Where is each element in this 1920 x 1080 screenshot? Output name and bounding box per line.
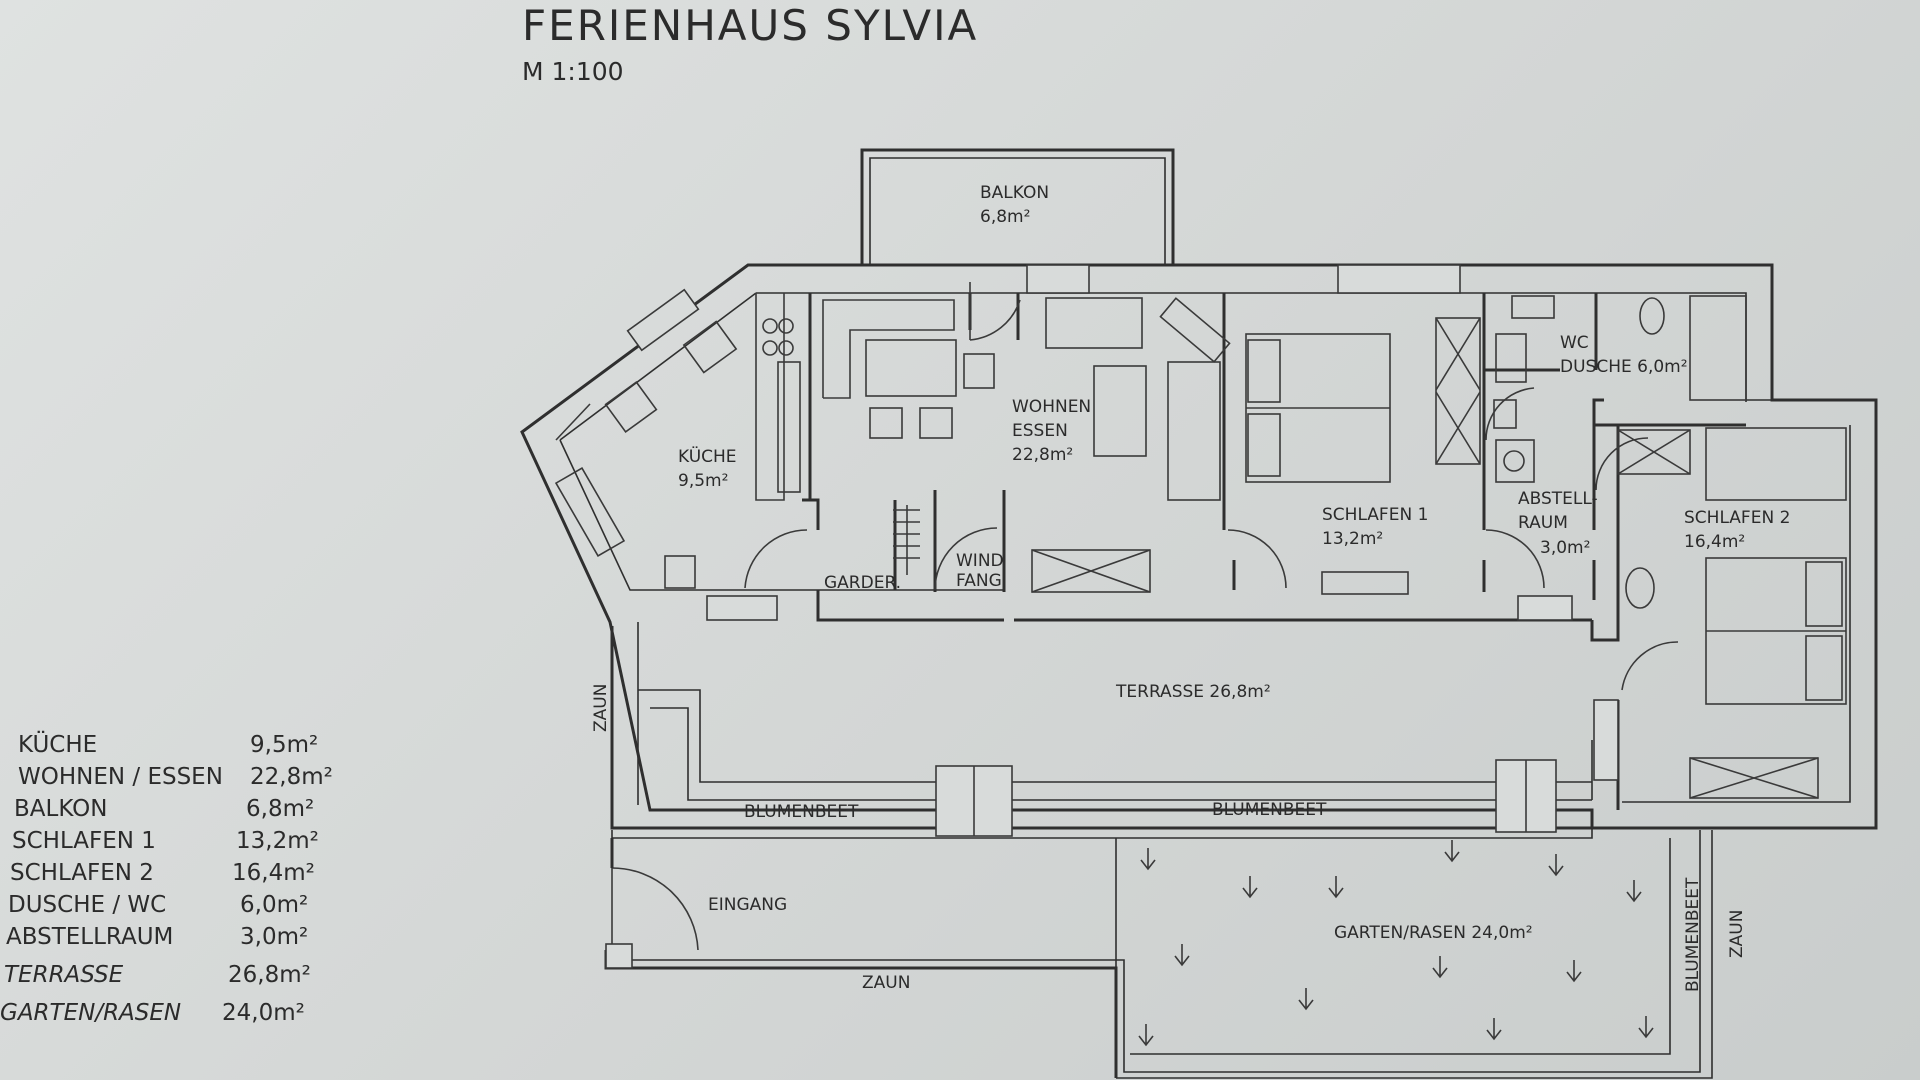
label-wc: WC xyxy=(1560,333,1589,353)
area-balkon: 6,8m² xyxy=(980,207,1030,227)
area-legend: KÜCHE 9,5m² WOHNEN / ESSEN 22,8m² BALKON… xyxy=(0,730,333,1026)
plan-scale: M 1:100 xyxy=(522,57,624,86)
label-wohnen: WOHNEN xyxy=(1012,397,1091,417)
label-wind: WIND xyxy=(956,551,1004,571)
label-kueche: KÜCHE xyxy=(678,445,737,467)
legend-area: 24,0m² xyxy=(222,1000,305,1026)
label-garten: GARTEN/RASEN 24,0m² xyxy=(1334,923,1533,943)
lawn-arrow-symbol xyxy=(1566,960,1582,983)
label-fang: FANG xyxy=(956,571,1002,591)
legend-area: 22,8m² xyxy=(250,764,333,790)
legend-area: 16,4m² xyxy=(232,860,315,886)
label-dusche: DUSCHE 6,0m² xyxy=(1560,357,1688,377)
legend-name: DUSCHE / WC xyxy=(8,892,166,918)
label-terrasse: TERRASSE 26,8m² xyxy=(1115,682,1271,702)
label-essen: ESSEN xyxy=(1012,421,1068,441)
legend-area: 9,5m² xyxy=(250,732,318,758)
legend-name: WOHNEN / ESSEN xyxy=(18,764,223,790)
area-abstell: 3,0m² xyxy=(1540,538,1590,558)
label-garder: GARDER. xyxy=(824,573,901,593)
legend-area: 3,0m² xyxy=(240,924,308,950)
label-zaun-right: ZAUN xyxy=(1727,910,1747,958)
label-blumenbeet-vertical: BLUMENBEET xyxy=(1683,877,1703,992)
label-blumenbeet-right: BLUMENBEET xyxy=(1212,800,1327,820)
doors xyxy=(611,282,1679,951)
label-blumenbeet-left: BLUMENBEET xyxy=(744,802,859,822)
lawn-arrow-symbol xyxy=(1626,880,1642,903)
area-schlafen2: 16,4m² xyxy=(1684,532,1745,552)
label-schlafen2: SCHLAFEN 2 xyxy=(1684,508,1790,528)
label-eingang: EINGANG xyxy=(708,895,787,915)
lawn-arrow-symbol xyxy=(1548,854,1564,877)
building-walls xyxy=(520,148,1878,830)
lawn-arrow-symbol xyxy=(1638,1016,1654,1039)
furniture xyxy=(554,293,1847,799)
legend-name: BALKON xyxy=(14,796,107,822)
lawn-arrow-symbol xyxy=(1432,956,1448,979)
lawn-symbols xyxy=(1138,840,1654,1047)
label-abstell: ABSTELL- xyxy=(1518,489,1598,509)
legend-name: SCHLAFEN 1 xyxy=(12,828,156,854)
area-wohnen: 22,8m² xyxy=(1012,445,1073,465)
plan-title: FERIENHAUS SYLVIA xyxy=(522,1,978,50)
lawn-arrow-symbol xyxy=(1140,848,1156,871)
lawn-arrow-symbol xyxy=(1174,944,1190,967)
lawn-arrow-symbol xyxy=(1444,840,1460,863)
area-schlafen1: 13,2m² xyxy=(1322,529,1383,549)
legend-area: 6,0m² xyxy=(240,892,308,918)
label-schlafen1: SCHLAFEN 1 xyxy=(1322,505,1428,525)
legend-name: ABSTELLRAUM xyxy=(6,924,173,950)
lawn-arrow-symbol xyxy=(1486,1018,1502,1041)
legend-name: TERRASSE xyxy=(4,962,124,988)
legend-name: KÜCHE xyxy=(18,730,97,758)
legend-area: 13,2m² xyxy=(236,828,319,854)
legend-area: 26,8m² xyxy=(228,962,311,988)
legend-name: GARTEN/RASEN xyxy=(0,1000,181,1026)
lawn-arrow-symbol xyxy=(1138,1024,1154,1047)
room-labels: BALKON 6,8m² KÜCHE 9,5m² WOHNEN ESSEN 22… xyxy=(591,183,1790,993)
legend-area: 6,8m² xyxy=(246,796,314,822)
label-zaun-bottom: ZAUN xyxy=(862,973,910,993)
label-balkon: BALKON xyxy=(980,183,1049,203)
label-zaun-left: ZAUN xyxy=(591,684,611,732)
outdoor-areas xyxy=(604,622,1713,1079)
area-kueche: 9,5m² xyxy=(678,471,728,491)
lawn-arrow-symbol xyxy=(1242,876,1258,899)
lawn-arrow-symbol xyxy=(1298,988,1314,1011)
label-raum: RAUM xyxy=(1518,513,1568,533)
legend-name: SCHLAFEN 2 xyxy=(10,860,154,886)
lawn-arrow-symbol xyxy=(1328,876,1344,899)
